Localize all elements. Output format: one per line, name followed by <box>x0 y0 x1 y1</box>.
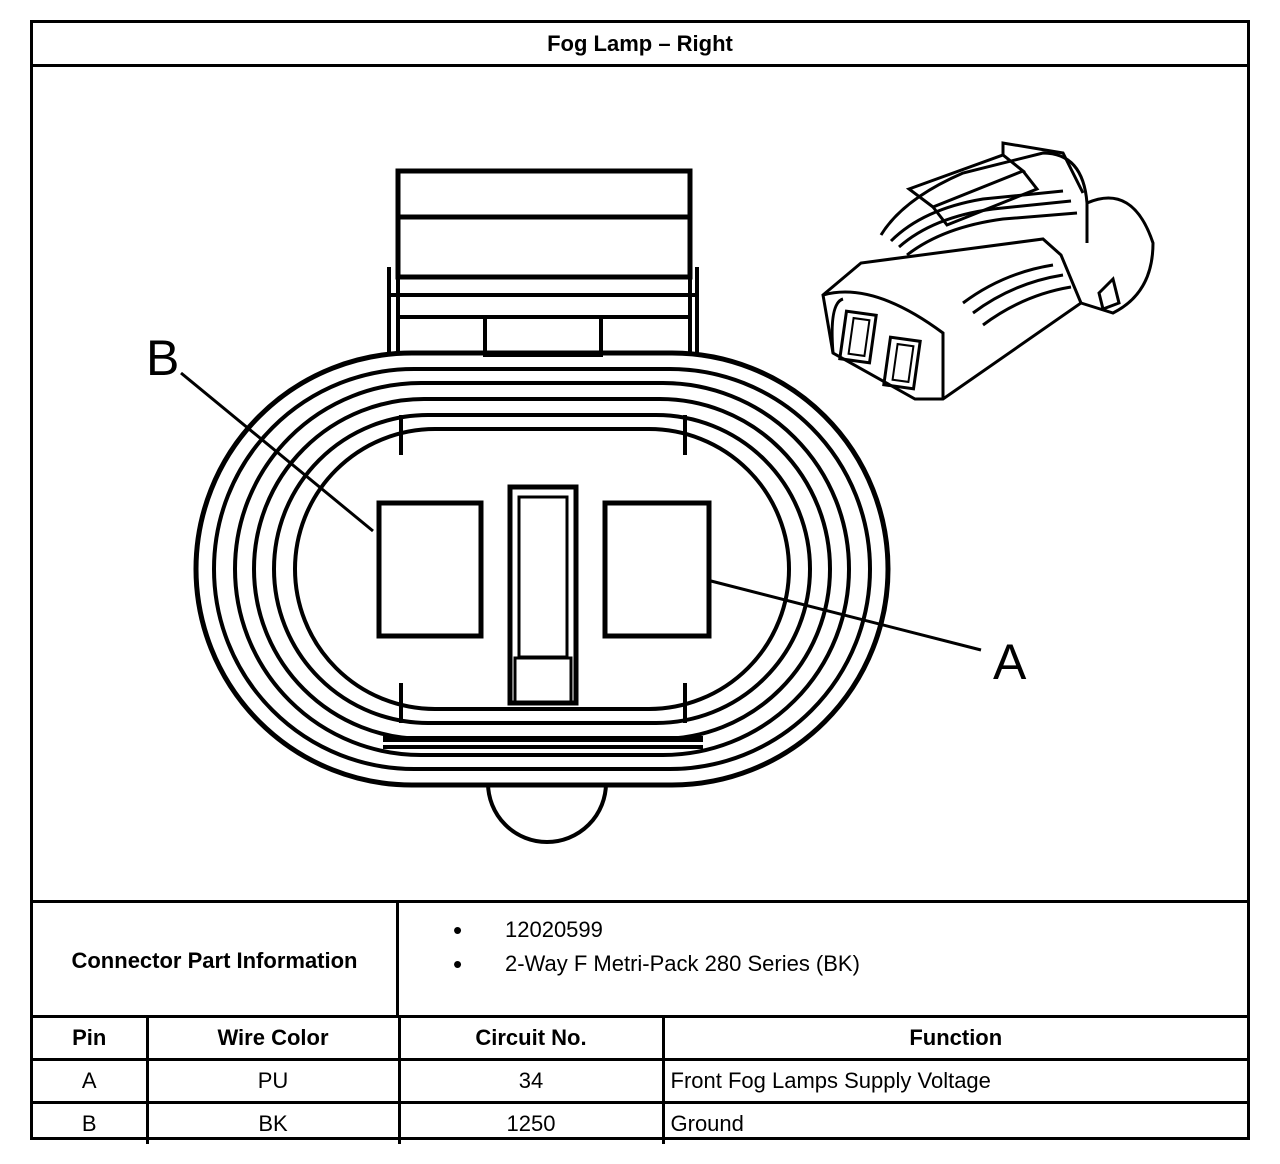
cell-wire-color: BK <box>145 1101 401 1144</box>
table-row: A PU 34 Front Fog Lamps Supply Voltage <box>33 1058 1247 1104</box>
connector-info-list: 12020599 2-Way F Metri-Pack 280 Series (… <box>399 903 1247 1028</box>
leader-line-a <box>710 579 982 652</box>
header-circuit-no: Circuit No. <box>397 1015 665 1061</box>
center-divider <box>507 484 579 706</box>
connector-diagram: B A <box>146 141 1155 844</box>
connector-sheet: Fog Lamp – Right <box>30 20 1250 1144</box>
connector-info-label: Connector Part Information <box>33 903 399 1018</box>
sheet-title: Fog Lamp – Right <box>33 23 1247 67</box>
cell-function: Front Fog Lamps Supply Voltage <box>661 1058 1247 1104</box>
header-function: Function <box>661 1015 1247 1061</box>
connector-bottom-key <box>486 782 608 844</box>
connector-description: 2-Way F Metri-Pack 280 Series (BK) <box>399 947 1247 981</box>
header-wire-color: Wire Color <box>145 1015 401 1061</box>
connector-part-number: 12020599 <box>399 913 1247 947</box>
header-pin: Pin <box>33 1015 149 1061</box>
cell-wire-color: PU <box>145 1058 401 1104</box>
pin-label-b: B <box>146 330 179 386</box>
connector-isometric-view <box>821 141 1155 401</box>
connector-seal-rings <box>193 350 891 788</box>
pin-label-a: A <box>993 634 1027 690</box>
cell-pin: A <box>33 1058 149 1104</box>
pin-table: Pin Wire Color Circuit No. Function A PU… <box>33 1015 1247 1144</box>
cell-pin: B <box>33 1101 149 1144</box>
cell-circuit-no: 34 <box>397 1058 665 1104</box>
terminal-cavity-b <box>376 500 484 639</box>
connector-locking-tab <box>387 168 699 357</box>
terminal-cavity-a <box>602 500 712 639</box>
connector-info-row: Connector Part Information 12020599 2-Wa… <box>33 900 1247 1018</box>
cell-function: Ground <box>661 1101 1247 1144</box>
table-row: B BK 1250 Ground <box>33 1101 1247 1144</box>
table-header-row: Pin Wire Color Circuit No. Function <box>33 1015 1247 1061</box>
leader-line-b <box>180 371 374 533</box>
cell-circuit-no: 1250 <box>397 1101 665 1144</box>
